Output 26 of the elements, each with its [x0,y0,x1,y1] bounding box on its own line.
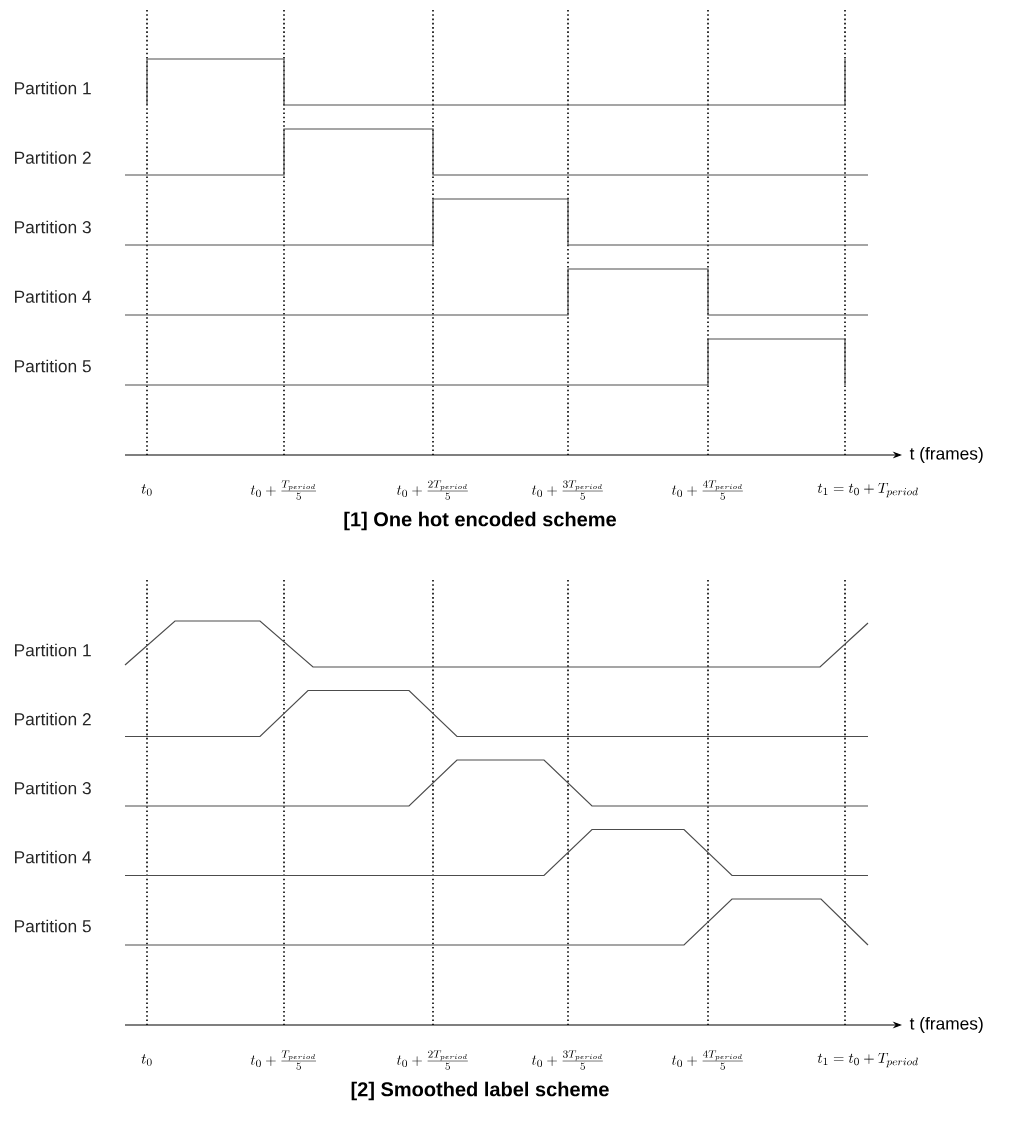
tick-label: $t_0+\frac{4T_{period}}{5}$ [671,1050,743,1070]
tick-label: $t_0+\frac{4T_{period}}{5}$ [671,480,743,500]
tick-label: $t_0+\frac{T_{period}}{5}$ [250,1050,316,1070]
tick-label: $t_1=t_0+T_{period}$ [817,1052,918,1068]
panel-caption: [1] One hot encoded scheme [344,511,616,531]
tick-label: $t_0+\frac{2T_{period}}{5}$ [396,480,468,500]
tick-label: $t_0$ [141,484,152,496]
partition-label: Partition 2 [15,712,91,726]
axis-label: t (frames) [909,446,983,464]
partition-label: Partition 4 [15,290,92,303]
partition-label: Partition 3 [15,781,91,795]
tick-label: $t_0+\frac{3T_{period}}{5}$ [531,1050,603,1070]
tick-label: $t_1=t_0+T_{period}$ [817,482,918,498]
partition-label: Partition 1 [15,81,91,95]
partition-label: Partition 5 [15,919,91,933]
partition-label: Partition 5 [15,359,91,373]
partition-label: Partition 2 [15,151,91,164]
panel-caption: [2] Smoothed label scheme [351,1081,609,1101]
tick-label: $t_0+\frac{2T_{period}}{5}$ [396,1050,468,1070]
tick-label: $t_0+\frac{T_{period}}{5}$ [250,480,316,500]
axis-label: t (frames) [909,1016,983,1034]
tick-label: $t_0+\frac{3T_{period}}{5}$ [531,480,603,500]
partition-label: Partition 1 [15,643,91,657]
partition-label: Partition 4 [15,850,92,864]
tick-label: $t_0$ [141,1054,152,1066]
partition-label: Partition 3 [15,220,91,234]
